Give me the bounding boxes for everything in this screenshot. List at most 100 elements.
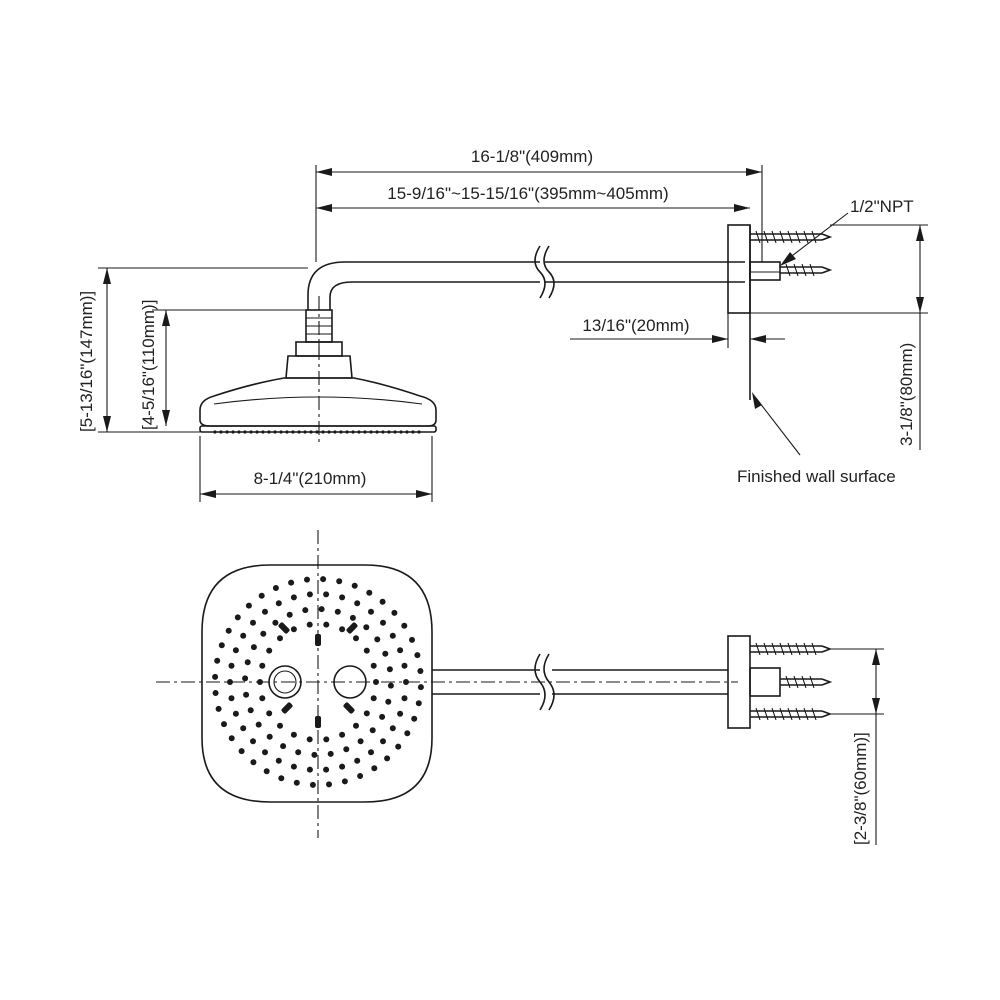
screw-top-1 [750, 642, 833, 656]
nozzle-slot [281, 702, 293, 714]
nozzle-dot [368, 749, 374, 756]
nozzle-dot [401, 695, 408, 702]
nozzle-dot [266, 710, 273, 717]
nozzle-dot [354, 600, 361, 607]
nozzle-dot [290, 626, 297, 633]
nozzle-dot [411, 715, 418, 722]
nozzle-dot [366, 589, 373, 596]
nozzle-dot [250, 738, 256, 745]
nozzle-dot [272, 619, 279, 626]
nozzle-dot [212, 690, 219, 696]
nozzle-dot [323, 766, 330, 773]
nozzle-dot [250, 644, 257, 651]
nozzle-dot [306, 736, 313, 743]
wall-flange [727, 224, 781, 314]
nozzle-dot [266, 733, 273, 740]
nozzle-dot [336, 578, 343, 585]
nozzle-slot [315, 716, 321, 728]
nozzle-dot [339, 731, 346, 738]
nozzle-dot [240, 632, 247, 639]
total-drop-label: [5-13/16"(147mm)] [77, 291, 96, 432]
nozzle-dot [339, 594, 346, 601]
nozzle-dot [221, 721, 227, 728]
nozzle-dot [401, 662, 408, 669]
dim-wall-offset: 3-1/8"(80mm) [730, 224, 928, 450]
nozzle-dot [247, 707, 254, 714]
nozzle-dot [353, 722, 359, 729]
nozzle-dot [309, 781, 316, 788]
nozzle-dot [227, 679, 233, 685]
nozzle-dot [379, 598, 386, 605]
nozzle-dot [290, 594, 297, 601]
thread-callout: 1/2"NPT [780, 197, 914, 266]
shower-head-side [199, 355, 437, 434]
nozzle-dot [259, 695, 266, 702]
nozzle-dot [293, 779, 300, 786]
nozzle-dot [262, 749, 268, 756]
nozzle-dot [391, 609, 398, 616]
nozzle-dot [311, 751, 318, 758]
nozzle-dot [234, 614, 241, 621]
nozzle-dot [238, 748, 245, 755]
nozzle-dot [290, 763, 297, 770]
nozzle-dot [374, 636, 381, 643]
nozzle-dot [353, 635, 359, 642]
nozzle-dot [214, 657, 221, 664]
nozzle-row-side [213, 430, 421, 434]
nozzle-dot [275, 757, 282, 764]
nozzle-dot [306, 621, 313, 628]
wall-flange-top [727, 635, 781, 729]
nozzle-dot [397, 647, 404, 654]
nozzle-dot [278, 775, 285, 782]
nozzle-dot [339, 763, 346, 770]
nozzle-dot [363, 710, 370, 717]
nozzle-dot [243, 691, 250, 698]
nozzle-dot [290, 731, 297, 738]
nozzle-dot [357, 773, 364, 779]
flange-depth-label: 13/16"(20mm) [582, 316, 689, 335]
nozzle-dot [215, 705, 222, 712]
nozzle-dot [245, 602, 252, 609]
nozzle-dot [266, 647, 273, 654]
nozzle-dot [397, 710, 404, 717]
thread-label: 1/2"NPT [850, 197, 914, 216]
dim-head-width: 8-1/4"(210mm) [199, 436, 433, 502]
nozzle-dot [225, 627, 232, 634]
nozzle-dot [341, 778, 348, 785]
nozzle-dot [349, 614, 356, 621]
nozzle-slot [278, 622, 290, 634]
nozzle-dot [306, 591, 313, 598]
nozzle-dot [354, 757, 361, 764]
nozzle-dot [389, 725, 396, 732]
nozzle-dot [288, 579, 295, 586]
nozzle-dot [232, 710, 239, 717]
nozzle-dot [232, 647, 239, 654]
bracket-height-label: [2-3/8"(60mm)] [851, 732, 870, 845]
dim-bracket-height: [2-3/8"(60mm)] [830, 648, 884, 845]
nozzle-dot [382, 650, 389, 657]
wall-callout-label: Finished wall surface [737, 467, 896, 486]
nozzle-dot [258, 592, 265, 599]
nozzle-dot [389, 632, 396, 639]
nozzle-dot [363, 647, 370, 654]
nozzle-dot [351, 582, 358, 589]
nozzle-dot [250, 619, 256, 626]
nozzle-dot [363, 624, 370, 631]
nozzle-dot [357, 738, 364, 745]
nozzle-dot [417, 684, 424, 691]
screw-top-2 [780, 675, 833, 689]
nozzle-dot [379, 713, 386, 720]
nozzle-dot [244, 659, 251, 666]
nozzle-dot [320, 576, 327, 583]
nozzle-dot [302, 607, 309, 614]
wall-callout: Finished wall surface [737, 392, 896, 486]
nozzle-dot [409, 636, 415, 643]
nozzle-dot [228, 662, 235, 669]
nozzle-dot [323, 736, 330, 743]
arm-length-range-label: 15-9/16"~15-15/16"(395mm~405mm) [387, 184, 668, 203]
nozzle-slot [346, 622, 358, 634]
dim-total-drop: [5-13/16"(147mm)] [77, 267, 308, 433]
nozzle-dot [387, 682, 394, 689]
nozzle-dot [228, 695, 235, 702]
